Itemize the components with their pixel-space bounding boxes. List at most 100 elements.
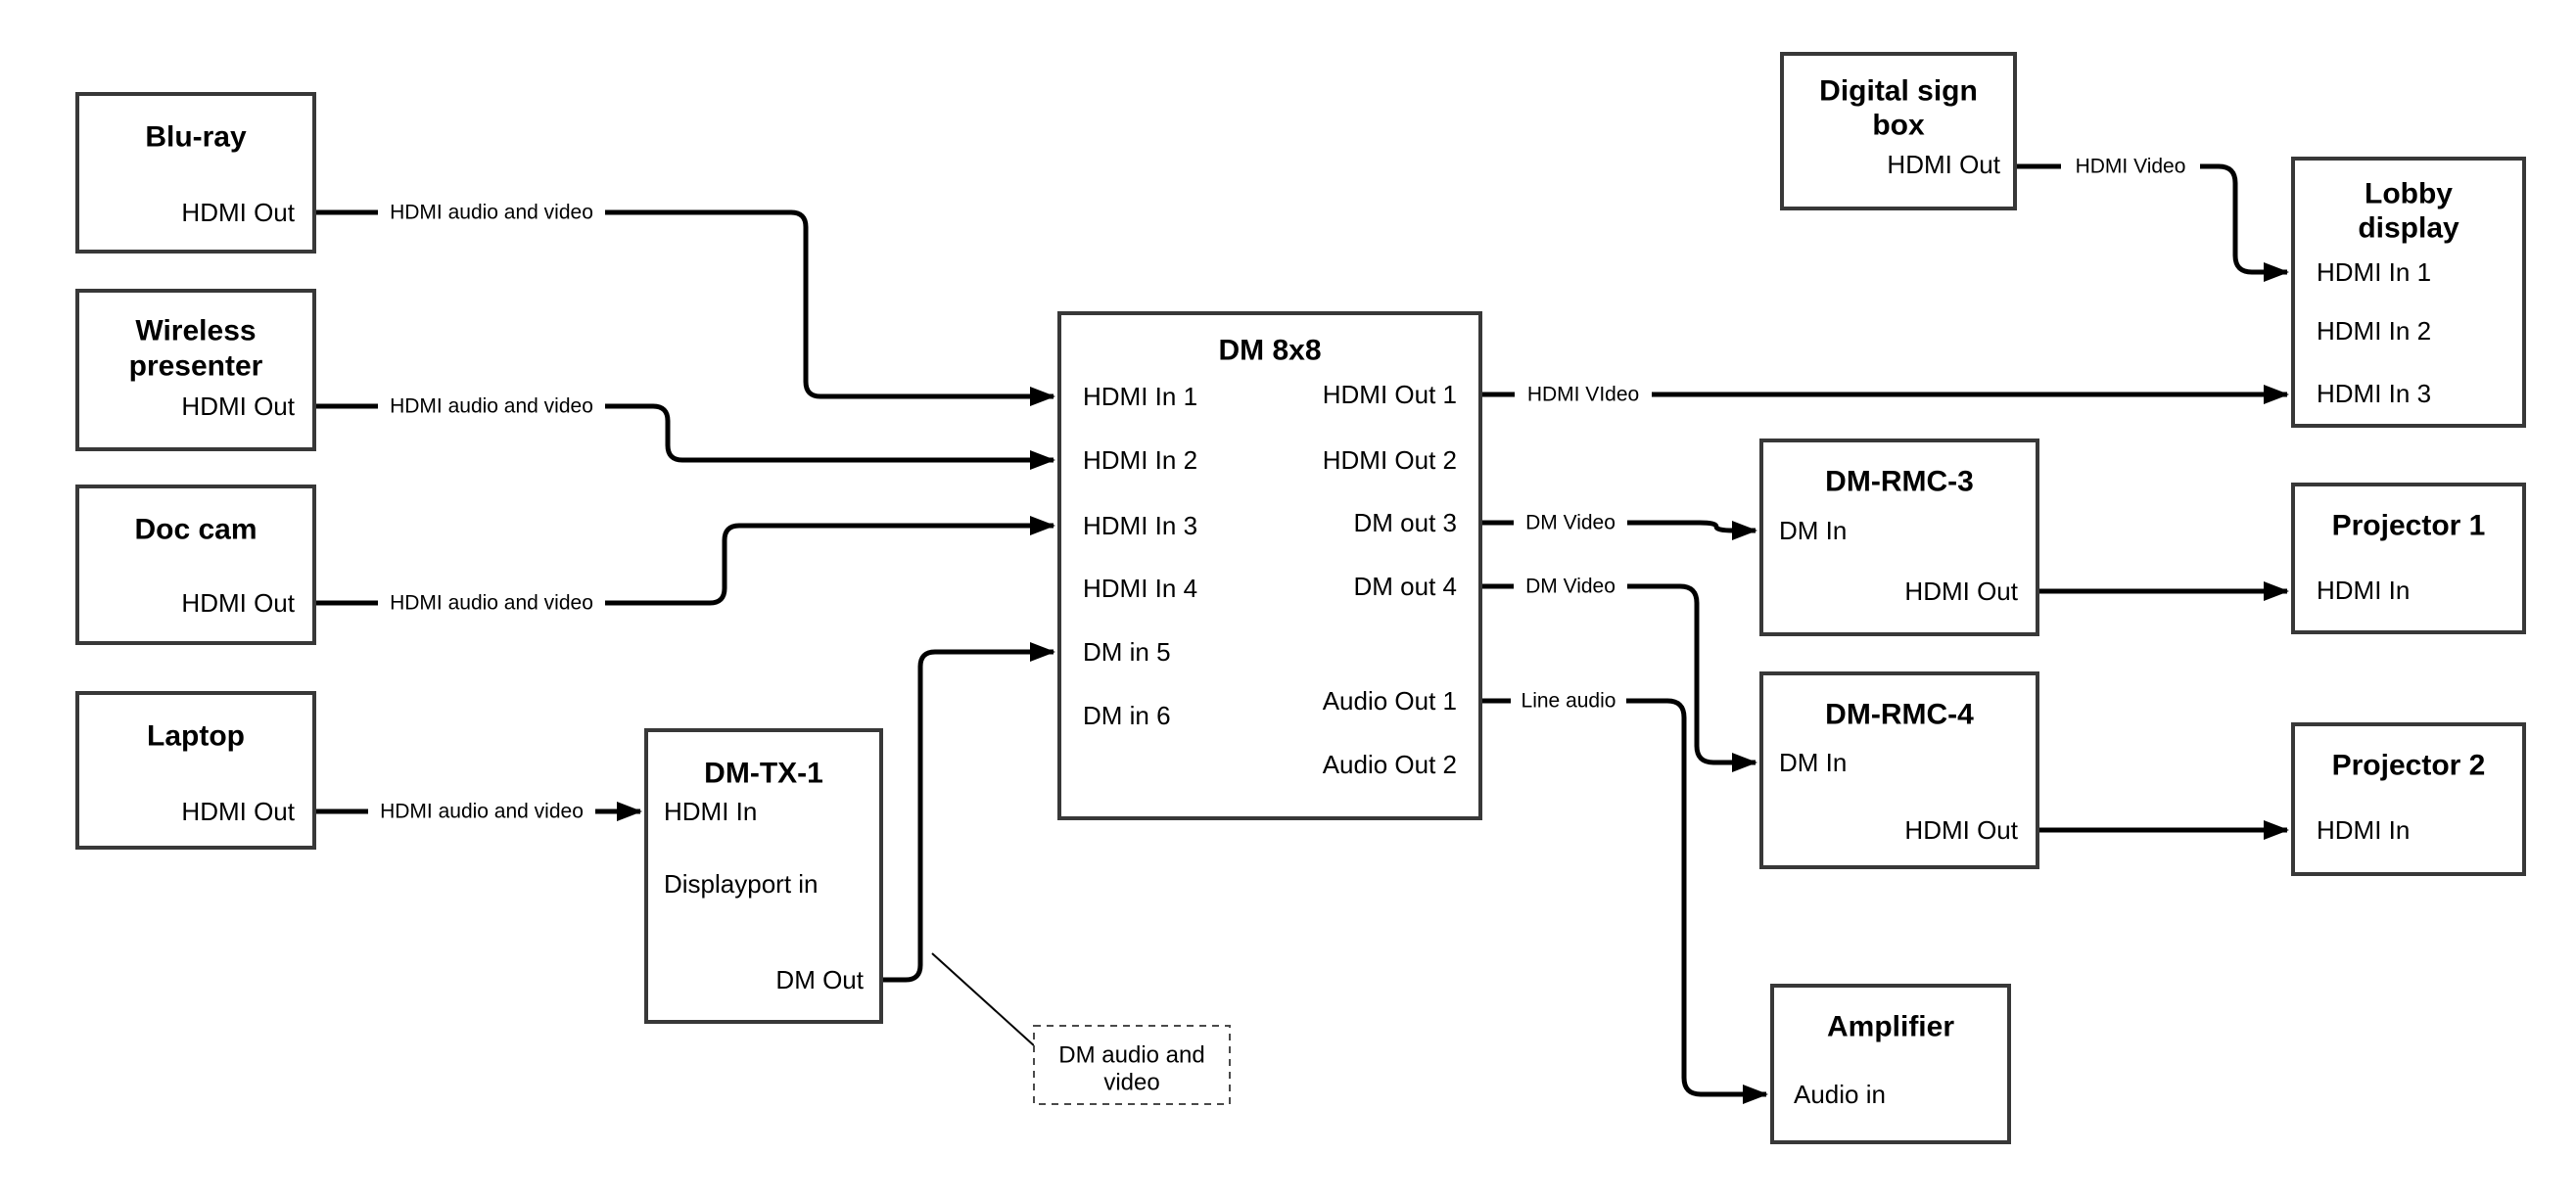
node-doc-cam: Doc cam HDMI Out xyxy=(75,485,316,645)
lobby-display-title-line1: Lobby xyxy=(2365,178,2453,210)
dm-8x8-port-hdmi-out-1: HDMI Out 1 xyxy=(1323,380,1457,409)
dm-8x8-port-hdmi-in-1: HDMI In 1 xyxy=(1083,382,1197,411)
dm-tx-1-port-displayport-in: Displayport in xyxy=(664,869,819,899)
dm-rmc-4-port-dm-in: DM In xyxy=(1779,748,1847,777)
node-projector-2: Projector 2 HDMI In xyxy=(2291,722,2526,876)
wire-bluray-to-dm8x8-hdmi-in-1 xyxy=(314,209,1055,406)
blu-ray-title: Blu-ray xyxy=(145,121,247,154)
projector-2-title: Projector 2 xyxy=(2332,750,2486,782)
dm-rmc-3-port-dm-in: DM In xyxy=(1779,516,1847,545)
wire-label-dm-out-3: DM Video xyxy=(1525,512,1616,534)
blu-ray-port-hdmi-out: HDMI Out xyxy=(181,198,295,227)
wireless-presenter-title-line1: Wireless xyxy=(135,315,256,347)
annotation-leader-line xyxy=(931,952,1037,1048)
wire-label-hdmi-out-1: HDMI VIdeo xyxy=(1527,384,1639,406)
doc-cam-box xyxy=(75,485,316,645)
label-bg xyxy=(378,197,605,228)
dm-8x8-port-audio-out-1: Audio Out 1 xyxy=(1323,686,1457,716)
amplifier-title: Amplifier xyxy=(1827,1011,1954,1043)
wire-label-wireless: HDMI audio and video xyxy=(390,395,593,418)
node-laptop: Laptop HDMI Out xyxy=(75,691,316,850)
laptop-title: Laptop xyxy=(147,720,245,753)
digital-sign-box-title-line2: box xyxy=(1872,110,1925,142)
blu-ray-box xyxy=(75,92,316,254)
label-bg xyxy=(1514,571,1627,602)
dm-8x8-port-dm-in-6: DM in 6 xyxy=(1083,701,1171,730)
annotation-dm-audio-and-video: DM audio and video xyxy=(1033,1025,1231,1105)
dm-8x8-port-dm-out-4: DM out 4 xyxy=(1354,572,1458,601)
label-bg xyxy=(1515,379,1652,410)
dm-tx-1-port-dm-out: DM Out xyxy=(775,965,864,994)
wire-digitalsign-to-lobby-hdmi-in-1 xyxy=(2015,163,2289,282)
node-dm-rmc-3: DM-RMC-3 DM In HDMI Out xyxy=(1759,439,2039,636)
lobby-display-box xyxy=(2291,157,2526,428)
laptop-box xyxy=(75,691,316,850)
wireless-presenter-box xyxy=(75,289,316,451)
dm-8x8-box xyxy=(1057,311,1482,820)
wire-label-audio-out-1: Line audio xyxy=(1522,690,1616,713)
dm-8x8-port-dm-in-5: DM in 5 xyxy=(1083,637,1171,667)
wire-labels: HDMI audio and video HDMI audio and vide… xyxy=(368,151,2200,827)
wire-label-bluray: HDMI audio and video xyxy=(390,202,593,224)
dm-8x8-port-audio-out-2: Audio Out 2 xyxy=(1323,750,1457,779)
projector-1-port-hdmi-in: HDMI In xyxy=(2317,576,2410,605)
projector-2-box xyxy=(2291,722,2526,876)
lobby-display-port-hdmi-in-1: HDMI In 1 xyxy=(2317,257,2431,287)
node-projector-1: Projector 1 HDMI In xyxy=(2291,483,2526,634)
node-wireless-presenter: Wireless presenter HDMI Out xyxy=(75,289,316,451)
node-digital-sign-box: Digital sign box HDMI Out xyxy=(1780,52,2017,210)
digital-sign-box-port-hdmi-out: HDMI Out xyxy=(1887,150,2000,179)
dm-8x8-port-hdmi-in-4: HDMI In 4 xyxy=(1083,574,1197,603)
node-dm-8x8: DM 8x8 HDMI In 1 HDMI In 2 HDMI In 3 HDM… xyxy=(1057,311,1482,820)
dm-rmc-3-box xyxy=(1759,439,2039,636)
wire-label-laptop: HDMI audio and video xyxy=(380,801,584,823)
wire-dm8x8-dm-out-4-to-rmc4-dm-in xyxy=(1480,583,1757,772)
doc-cam-title: Doc cam xyxy=(134,514,257,546)
lobby-display-port-hdmi-in-2: HDMI In 2 xyxy=(2317,316,2431,346)
dm-rmc-4-port-hdmi-out: HDMI Out xyxy=(1904,815,2018,845)
label-bg xyxy=(1511,685,1626,716)
wireless-presenter-title-line2: presenter xyxy=(129,350,263,383)
projector-1-title: Projector 1 xyxy=(2332,510,2486,542)
dm-8x8-port-hdmi-out-2: HDMI Out 2 xyxy=(1323,445,1457,475)
lobby-display-port-hdmi-in-3: HDMI In 3 xyxy=(2317,379,2431,408)
wire-dm8x8-dm-out-3-to-rmc3-dm-in xyxy=(1480,520,1757,540)
lobby-display-title-line2: display xyxy=(2358,212,2459,245)
dm-tx-1-title: DM-TX-1 xyxy=(704,758,823,790)
dm-rmc-3-title: DM-RMC-3 xyxy=(1825,466,1974,498)
label-bg xyxy=(368,796,595,827)
wireless-presenter-port-hdmi-out: HDMI Out xyxy=(181,392,295,421)
doc-cam-port-hdmi-out: HDMI Out xyxy=(181,588,295,618)
wire-label-dm-out-4: DM Video xyxy=(1525,576,1616,598)
label-bg xyxy=(2061,151,2200,182)
wire-wireless-to-dm8x8-hdmi-in-2 xyxy=(314,403,1055,470)
annotation-line2: video xyxy=(1103,1070,1159,1096)
node-dm-tx-1: DM-TX-1 HDMI In Displayport in DM Out xyxy=(644,728,883,1024)
label-bg xyxy=(378,587,605,619)
annotation-line1: DM audio and xyxy=(1058,1042,1204,1069)
wire-dmtx1-dm-out-to-dm8x8-dm-in-5 xyxy=(881,642,1055,983)
label-bg xyxy=(1514,507,1627,538)
node-lobby-display: Lobby display HDMI In 1 HDMI In 2 HDMI I… xyxy=(2291,157,2526,428)
node-blu-ray: Blu-ray HDMI Out xyxy=(75,92,316,254)
wire-dm8x8-audio-out-1-to-amplifier xyxy=(1480,698,1768,1104)
dm-8x8-port-hdmi-in-3: HDMI In 3 xyxy=(1083,511,1197,540)
projector-2-port-hdmi-in: HDMI In xyxy=(2317,815,2410,845)
dm-tx-1-port-hdmi-in: HDMI In xyxy=(664,797,757,826)
dm-8x8-port-dm-out-3: DM out 3 xyxy=(1354,508,1458,537)
amplifier-box xyxy=(1770,984,2011,1144)
annotation-box xyxy=(1033,1025,1231,1105)
node-dm-rmc-4: DM-RMC-4 DM In HDMI Out xyxy=(1759,671,2039,869)
digital-sign-box-box xyxy=(1780,52,2017,210)
projector-1-box xyxy=(2291,483,2526,634)
digital-sign-box-title-line1: Digital sign xyxy=(1819,75,1978,108)
amplifier-port-audio-in: Audio in xyxy=(1794,1080,1886,1109)
dm-8x8-port-hdmi-in-2: HDMI In 2 xyxy=(1083,445,1197,475)
wire-doccam-to-dm8x8-hdmi-in-3 xyxy=(314,516,1055,606)
wire-label-doccam: HDMI audio and video xyxy=(390,592,593,615)
dm-8x8-title: DM 8x8 xyxy=(1218,335,1321,367)
dm-rmc-3-port-hdmi-out: HDMI Out xyxy=(1904,577,2018,606)
dm-rmc-4-title: DM-RMC-4 xyxy=(1825,699,1974,731)
